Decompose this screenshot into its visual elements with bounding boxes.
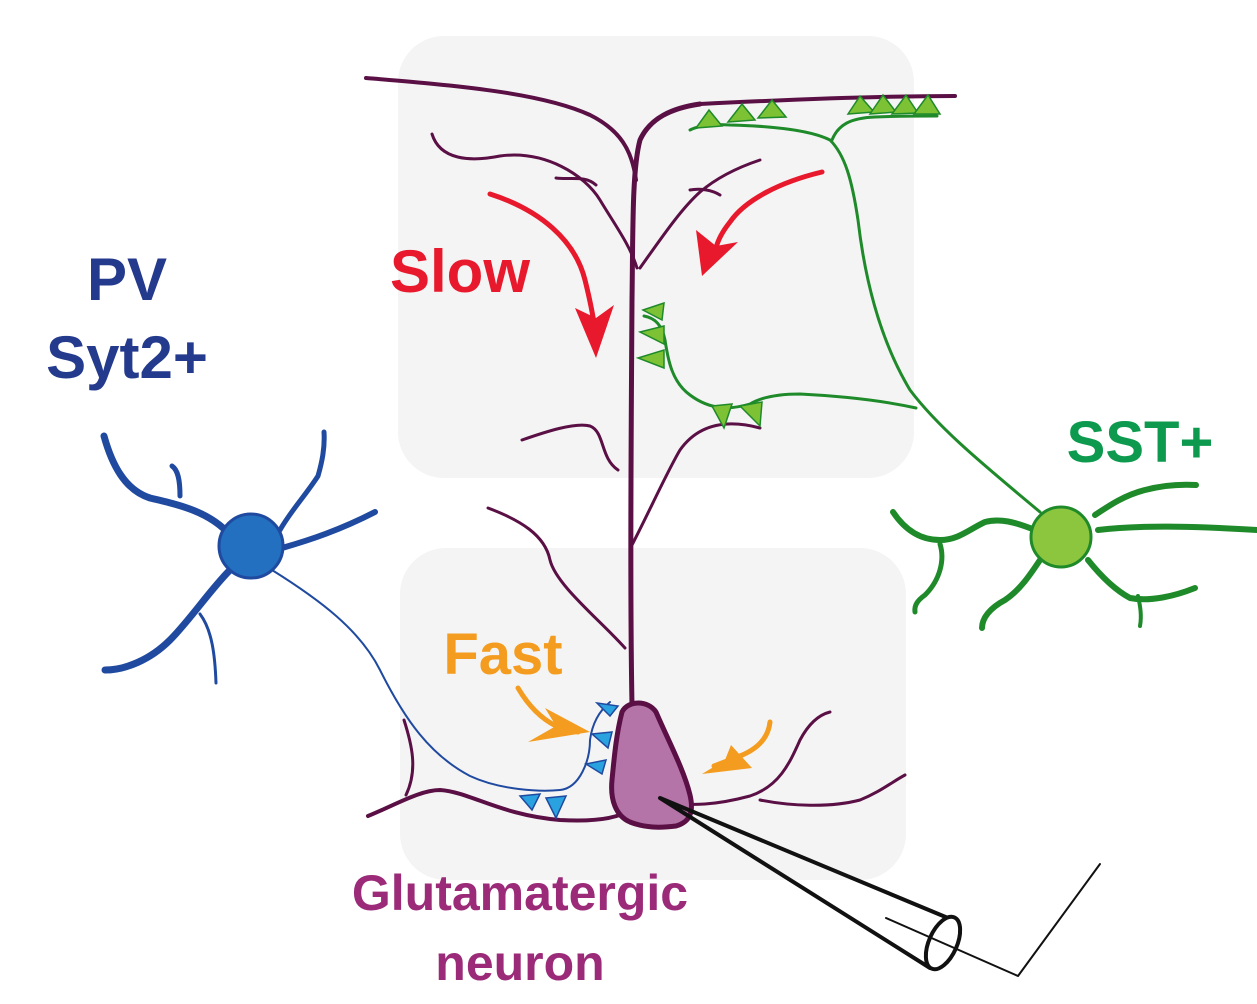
sst-label: SST+ — [1067, 410, 1214, 475]
slow-arrow-right — [713, 169, 825, 251]
glutamatergic-soma — [609, 700, 694, 830]
dendritic-region-panel — [398, 36, 914, 478]
fast-arrows — [515, 685, 773, 774]
sst-soma — [1029, 505, 1093, 569]
pv-soma — [217, 512, 285, 580]
pv-synapses — [518, 701, 620, 820]
slow-arrow-left — [487, 191, 598, 333]
pv-interneuron — [100, 429, 611, 792]
slow-label: Slow — [390, 238, 530, 305]
slow-arrows — [487, 169, 825, 358]
pyramidal-dendrites — [364, 76, 957, 823]
patch-electrode — [658, 796, 1101, 977]
glutamatergic-label-line2: neuron — [435, 935, 604, 991]
sst-synapses — [635, 93, 942, 430]
pv-label-line2: Syt2+ — [46, 324, 208, 391]
glutamatergic-label-line1: Glutamatergic — [352, 865, 688, 921]
pv-label-line1: PV — [87, 246, 167, 313]
fast-label: Fast — [443, 622, 562, 687]
